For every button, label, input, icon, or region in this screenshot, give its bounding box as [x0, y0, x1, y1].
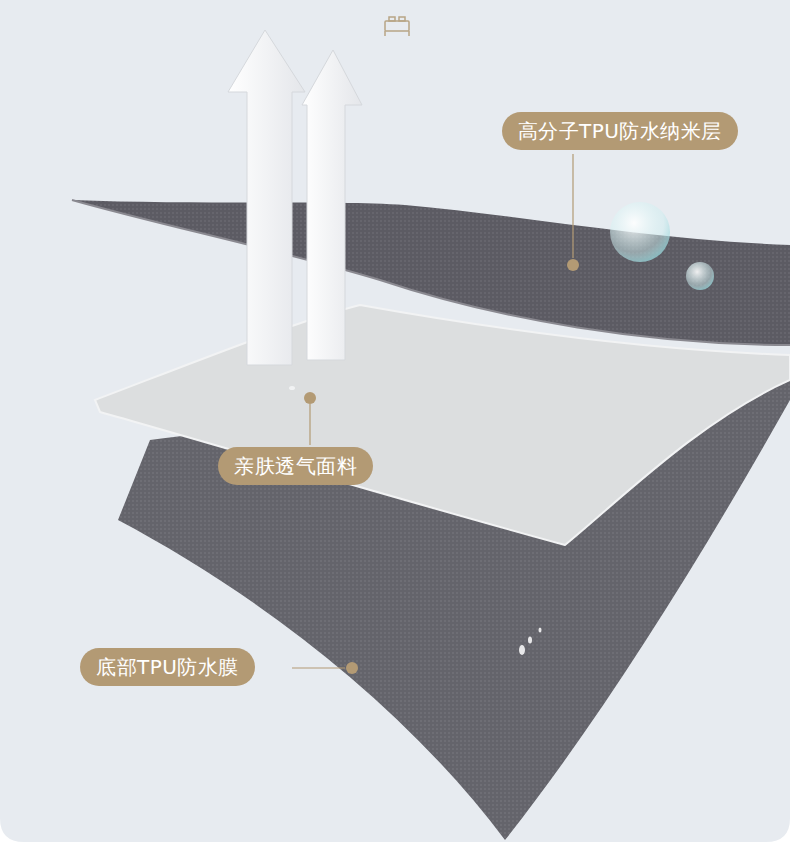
label-text: 底部TPU防水膜	[96, 657, 239, 677]
leader-lines	[292, 154, 573, 668]
label-pill: 高分子TPU防水纳米层	[502, 112, 738, 150]
label-pill: 亲肤透气面料	[218, 447, 373, 485]
water-drops	[289, 386, 542, 655]
breath-arrows	[228, 30, 362, 365]
water-bubbles	[610, 202, 714, 290]
label-pill: 底部TPU防水膜	[80, 648, 255, 686]
label-text: 亲肤透气面料	[234, 456, 357, 476]
nano-tpu-layer	[72, 200, 790, 345]
bed-icon	[385, 17, 409, 36]
label-text: 高分子TPU防水纳米层	[518, 121, 722, 141]
